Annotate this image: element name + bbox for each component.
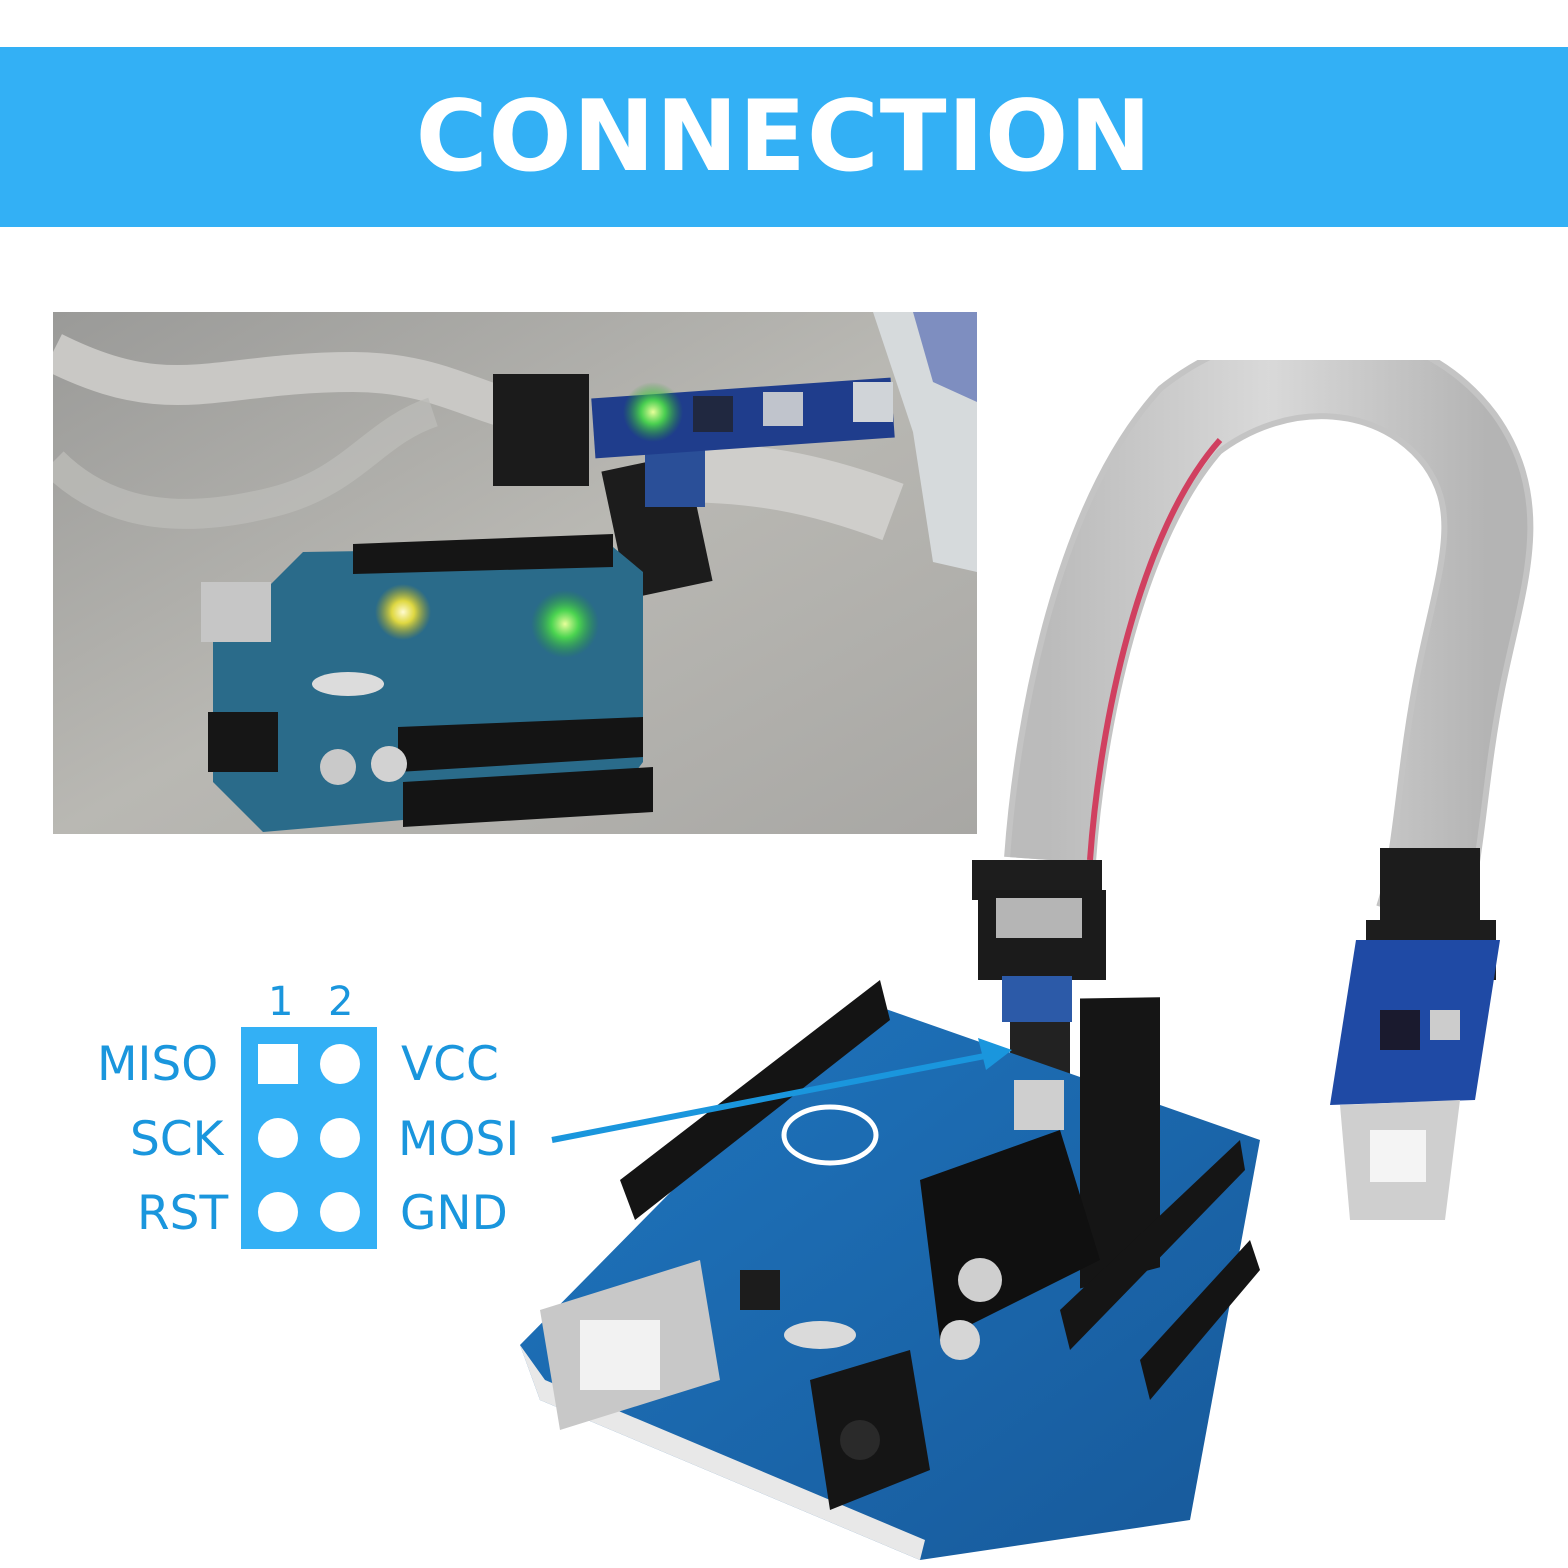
pin-label-gnd: GND — [400, 1186, 508, 1241]
pin-5 — [258, 1192, 298, 1232]
pin-column-1-number: 1 — [268, 979, 294, 1025]
pin-label-miso: MISO — [97, 1037, 219, 1092]
page-title: CONNECTION — [415, 80, 1153, 194]
icsp-pin-header — [241, 1027, 377, 1249]
pin-4 — [320, 1118, 360, 1158]
pin-label-rst: RST — [137, 1186, 229, 1241]
pin-6 — [320, 1192, 360, 1232]
arduino-usbasp-illustration — [500, 360, 1568, 1568]
pin-label-sck: SCK — [130, 1112, 224, 1167]
pin-column-2-number: 2 — [328, 979, 354, 1025]
pin-1-square — [258, 1044, 298, 1084]
pin-3 — [258, 1118, 298, 1158]
pin-2 — [320, 1044, 360, 1084]
connection-photo — [53, 312, 977, 834]
pin-label-vcc: VCC — [401, 1037, 499, 1092]
pin-label-mosi: MOSI — [398, 1112, 520, 1167]
title-banner: CONNECTION — [0, 47, 1568, 227]
